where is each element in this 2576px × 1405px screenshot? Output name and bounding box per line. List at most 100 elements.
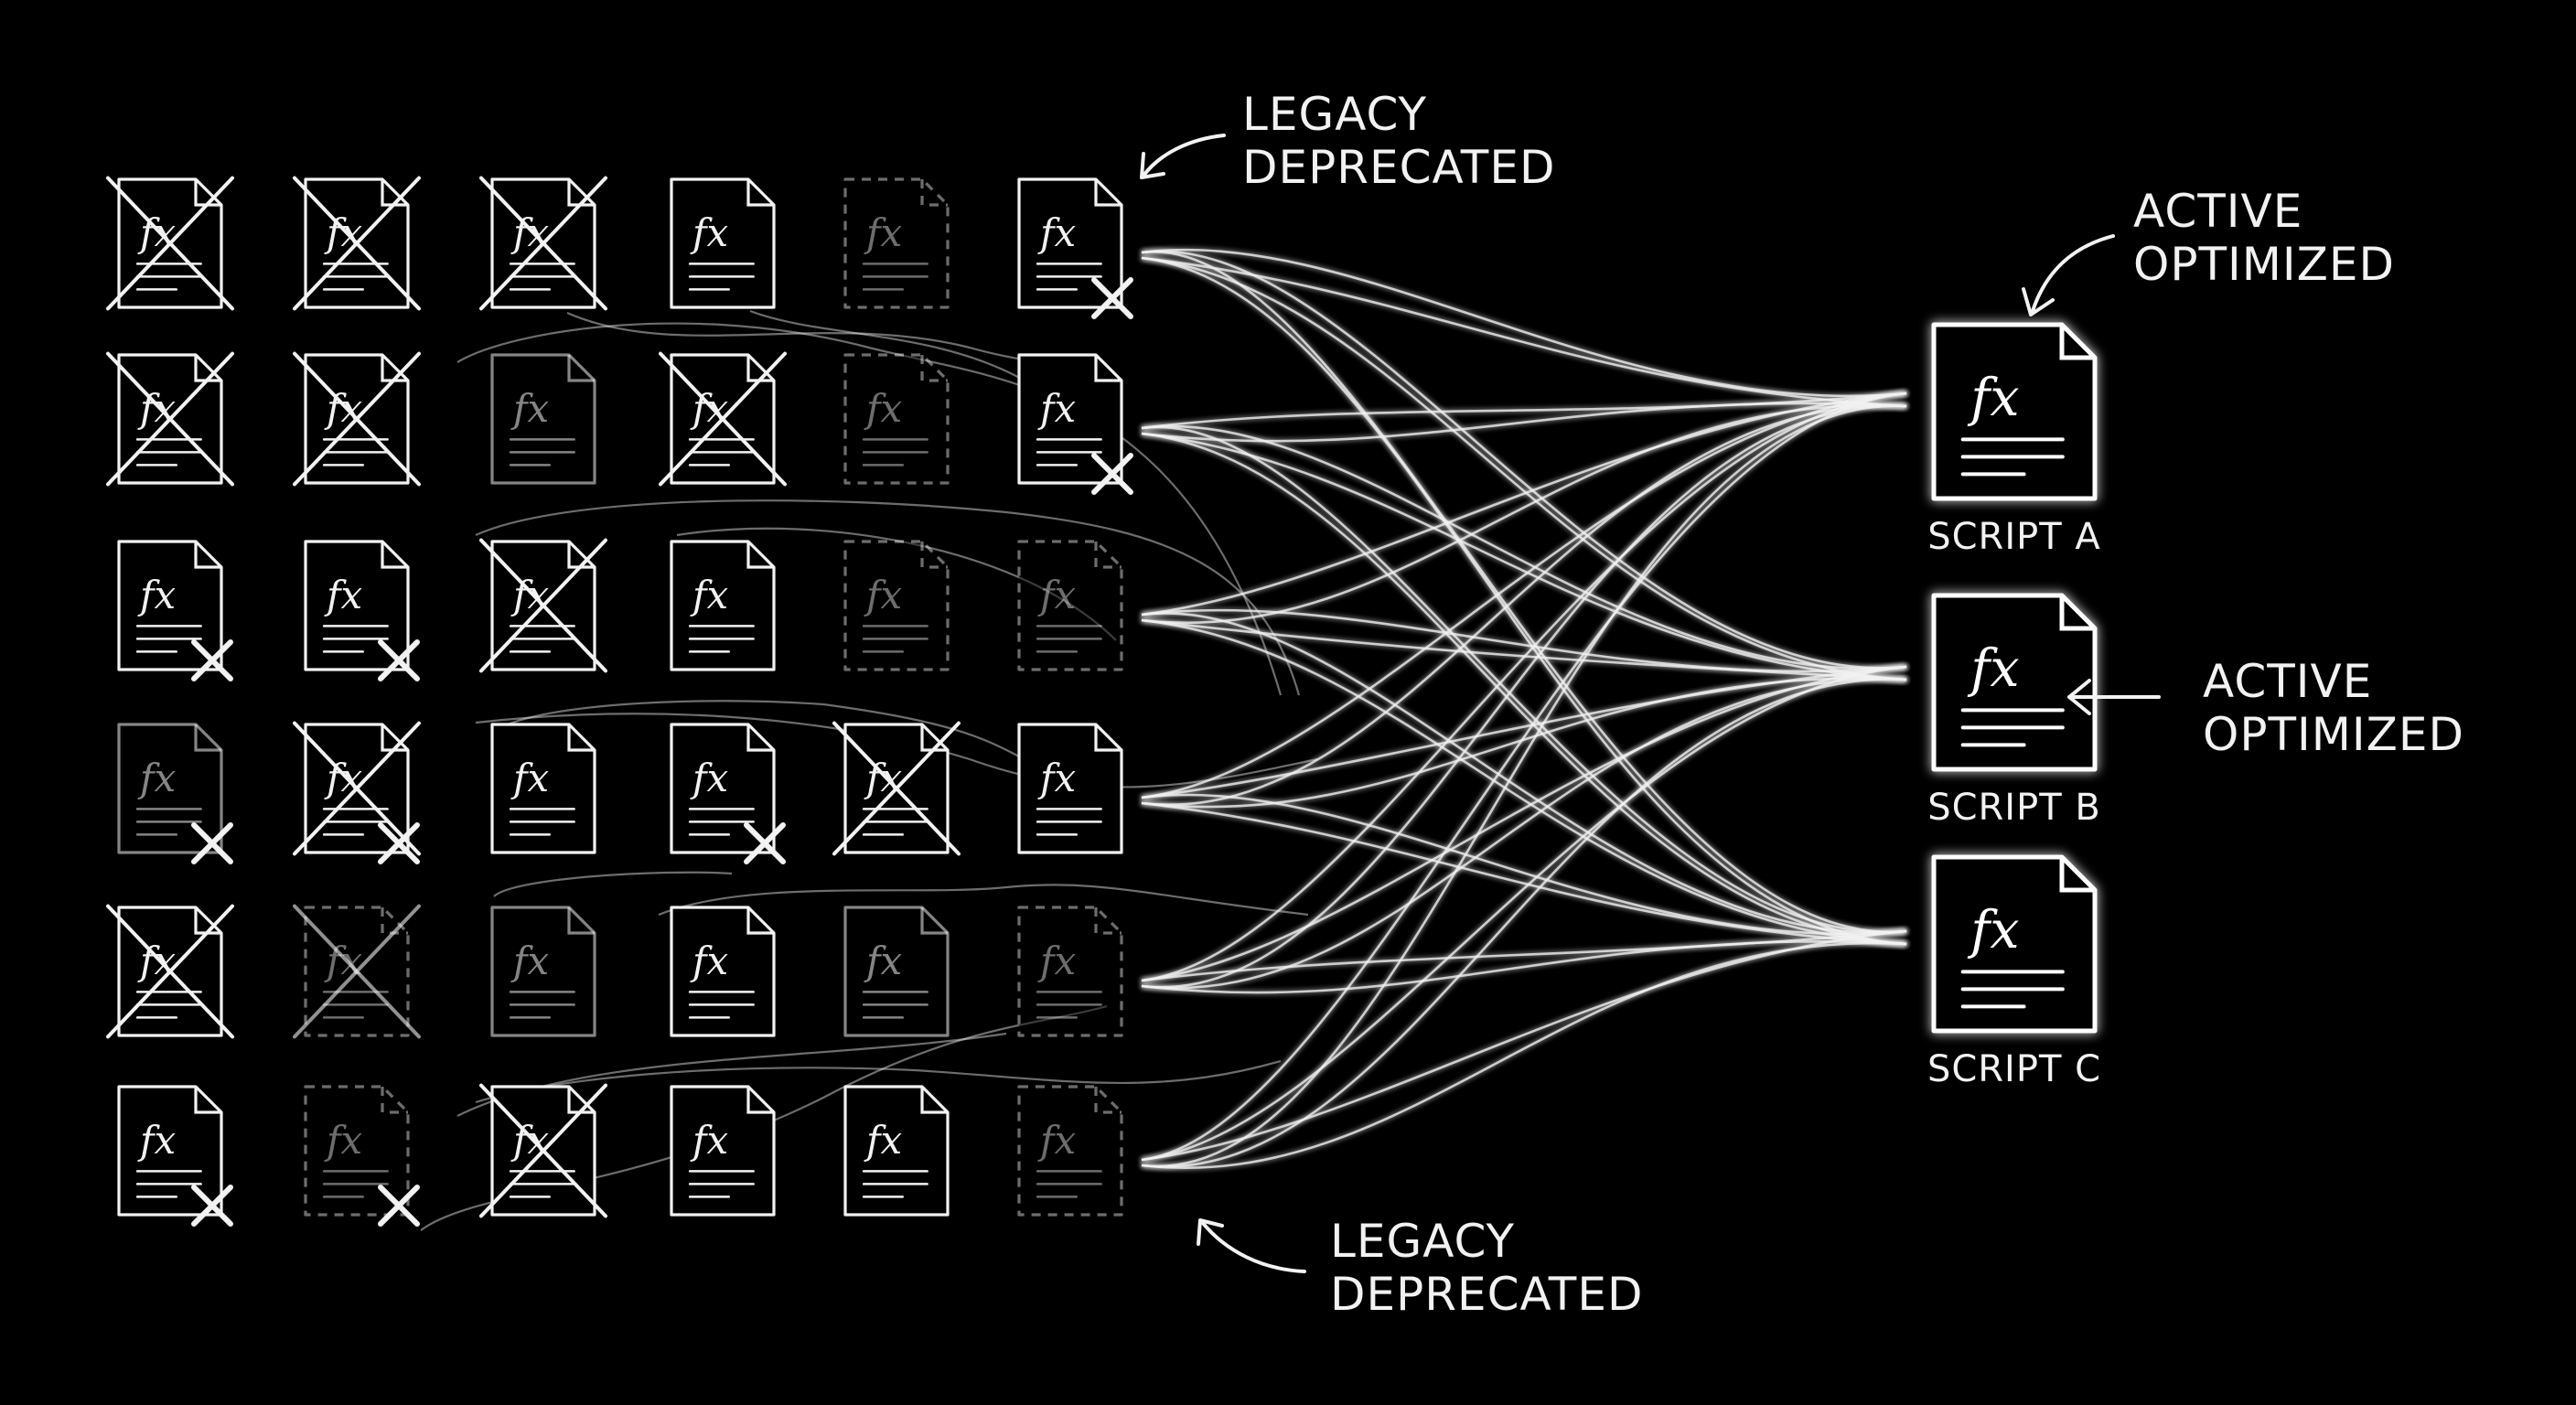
doc-fold <box>920 355 948 382</box>
legacy-script-icon: fx <box>490 723 596 854</box>
doc-outline <box>1017 353 1123 485</box>
active-mid-line1: ACTIVE <box>2203 655 2372 708</box>
doc-fold <box>1094 907 1122 935</box>
connection-line <box>1141 801 1907 946</box>
active-top-line1: ACTIVE <box>2133 185 2302 238</box>
fx-glyph: fx <box>690 210 729 255</box>
doc-fold <box>746 724 774 752</box>
legacy-script-icon: fx <box>670 723 786 864</box>
doc-fold <box>746 542 774 569</box>
connection-lines <box>1141 248 1907 1169</box>
doc-fold <box>381 724 408 752</box>
legacy-top-line1: LEGACY <box>1242 88 1427 141</box>
x-mark-icon <box>1091 277 1133 319</box>
connection-line <box>1141 425 1907 934</box>
arrowhead-legacy-top-icon <box>1140 152 1165 179</box>
active-top-line2: OPTIMIZED <box>2133 238 2395 291</box>
connection-line <box>1141 391 1907 799</box>
doc-fold <box>920 1087 948 1114</box>
doc-fold <box>381 907 408 935</box>
x-mark-icon <box>191 639 233 681</box>
doc-fold <box>194 179 221 207</box>
script-label: SCRIPT B <box>1927 787 2101 829</box>
doc-fold <box>746 355 774 382</box>
fx-glyph: fx <box>510 938 550 983</box>
doc-fold <box>746 1087 774 1114</box>
fx-glyph: fx <box>690 756 729 800</box>
doc-fold <box>1094 542 1122 569</box>
doc-fold <box>381 542 408 569</box>
connection-line <box>1141 432 1907 681</box>
legacy-script-icon: fx <box>1017 1085 1123 1217</box>
connection-line <box>1141 248 1907 398</box>
doc-outline <box>117 540 223 671</box>
doc-fold <box>567 542 595 569</box>
strike-line <box>106 904 234 1039</box>
annotation-active-mid: ACTIVE OPTIMIZED <box>2067 655 2463 761</box>
legacy-script-icon: fx <box>117 540 233 681</box>
legacy-script-icon: fx <box>293 721 421 864</box>
legacy-script-icon: fx <box>293 176 421 311</box>
doc-fold <box>567 179 595 207</box>
legacy-script-icon: fx <box>293 904 421 1039</box>
strike-line <box>659 351 787 487</box>
doc-fold <box>2059 325 2095 360</box>
doc-outline <box>1017 540 1123 671</box>
doc-fold <box>920 724 948 752</box>
doc-fold <box>1094 1087 1122 1114</box>
fx-glyph: fx <box>1037 210 1077 255</box>
annotation-legacy-bottom: LEGACY DEPRECATED <box>1197 1215 1642 1321</box>
legacy-script-icon: fx <box>670 540 776 671</box>
arrow-active-top-icon <box>2031 234 2115 313</box>
doc-outline <box>490 353 596 485</box>
connection-line <box>1141 618 1907 946</box>
connection-line <box>1141 250 1907 670</box>
fx-glyph: fx <box>137 573 177 617</box>
legacy-script-icon: fx <box>843 906 950 1037</box>
fx-glyph: fx <box>690 573 729 617</box>
doc-outline <box>117 1085 223 1217</box>
legacy-script-icon: fx <box>106 904 234 1039</box>
fx-glyph: fx <box>324 1118 363 1163</box>
active-script-icon: fx <box>1931 322 2098 501</box>
fx-glyph: fx <box>1037 938 1077 983</box>
strike-line <box>832 721 961 856</box>
doc-fold <box>567 907 595 935</box>
doc-fold <box>194 542 221 569</box>
connection-line <box>1141 432 1907 946</box>
legacy-script-icon: fx <box>304 540 420 681</box>
connection-line <box>1141 404 1907 806</box>
x-mark-icon <box>191 1185 233 1227</box>
legacy-curve <box>456 322 1283 696</box>
legacy-script-icon: fx <box>659 351 787 487</box>
doc-fold <box>1094 355 1122 382</box>
script-label: SCRIPT A <box>1927 516 2101 558</box>
doc-outline <box>670 540 776 671</box>
doc-fold <box>194 907 221 935</box>
doc-outline <box>490 723 596 854</box>
annotation-legacy-top: LEGACY DEPRECATED <box>1140 88 1554 194</box>
doc-outline <box>490 906 596 1037</box>
legacy-script-icon: fx <box>106 351 234 487</box>
connection-line <box>1141 608 1907 673</box>
doc-fold <box>194 355 221 382</box>
legacy-script-icon: fx <box>106 176 234 311</box>
doc-fold <box>194 1087 221 1114</box>
legacy-script-icon: fx <box>670 177 776 309</box>
doc-fold <box>2059 595 2095 631</box>
connection-line <box>1141 404 1907 1168</box>
doc-outline <box>670 906 776 1037</box>
legacy-script-icon: fx <box>1017 540 1123 671</box>
connection-line <box>1141 251 1907 933</box>
active-script-icon: fx <box>1931 593 2098 772</box>
legacy-script-icon: fx <box>479 176 607 311</box>
fx-glyph: fx <box>1037 573 1077 617</box>
strike-line <box>293 176 421 311</box>
script-label: SCRIPT C <box>1927 1048 2101 1090</box>
arrowhead-legacy-bottom-icon <box>1197 1218 1224 1246</box>
arrowhead-active-mid-icon <box>2067 679 2091 715</box>
legacy-script-icon: fx <box>479 1083 607 1218</box>
x-mark-icon <box>378 639 420 681</box>
doc-outline <box>304 540 410 671</box>
